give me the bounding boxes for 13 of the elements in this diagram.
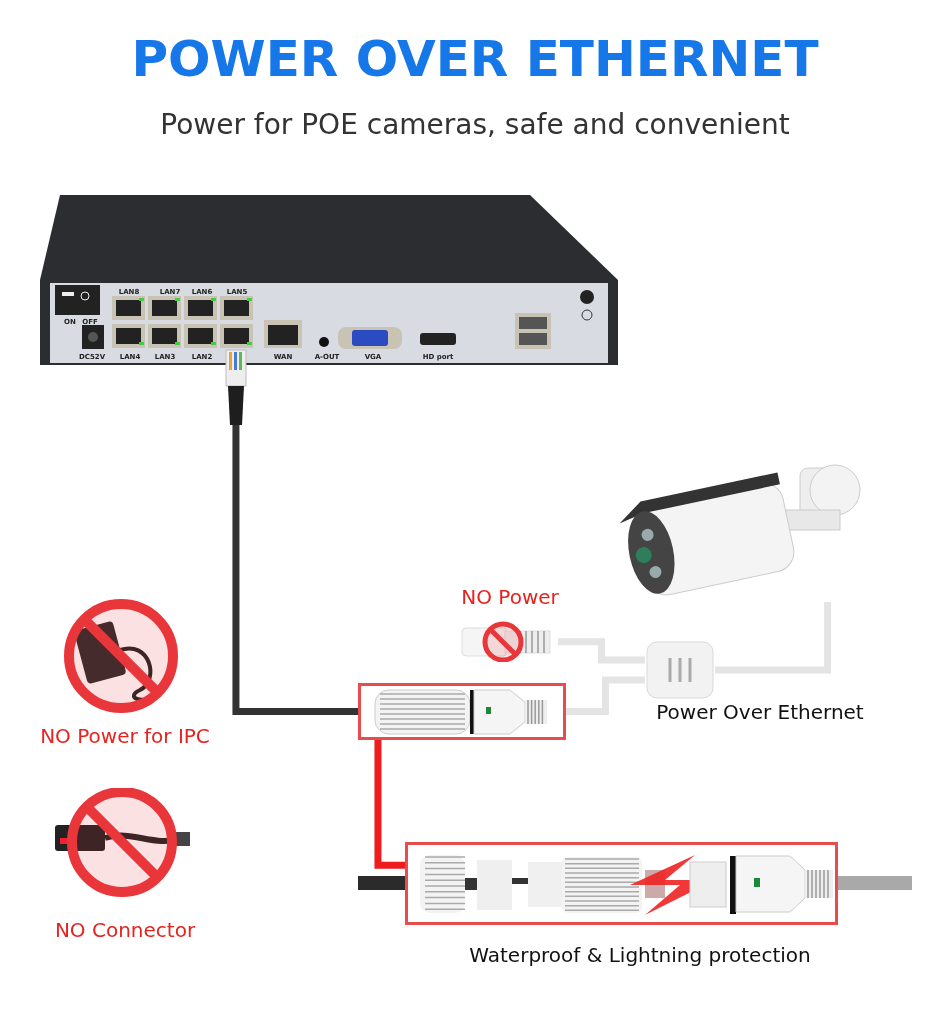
cable [566,676,645,715]
prohibited-adapter-drawing [62,598,180,716]
node-label: Waterproof & Lightning protection [468,943,812,967]
title: POWER OVER ETHERNET [130,30,820,88]
node-label: NO Power for IPC [39,724,211,748]
splitter-drawing [645,640,715,700]
cable [715,602,832,674]
node-label: Power Over Ethernet [655,700,865,724]
node-label: NO Connector [53,918,197,942]
node-label: NO Power [460,585,560,609]
cable [558,638,645,664]
subtitle: Power for POE cameras, safe and convenient [159,108,791,141]
recorder-drawing [40,195,618,425]
